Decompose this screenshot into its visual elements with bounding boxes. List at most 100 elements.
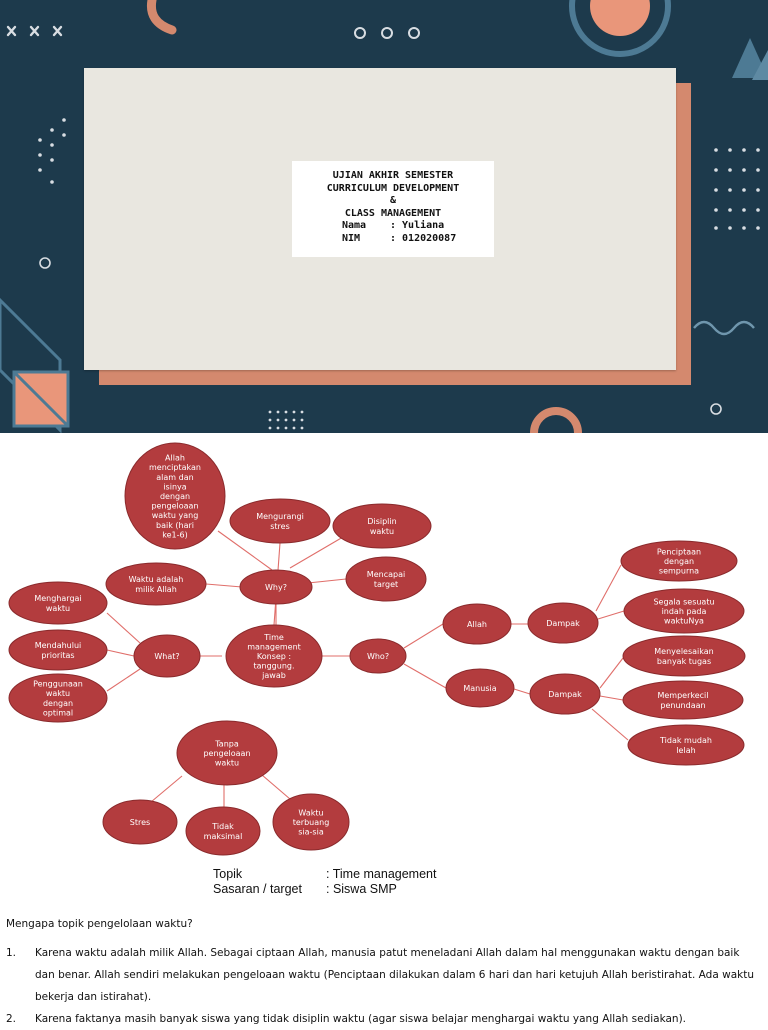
node-shape (527, 602, 599, 644)
connector-line (591, 708, 629, 741)
list-number: 2. (6, 1013, 17, 1025)
node-shape (185, 806, 261, 856)
small-ring-decoration (39, 257, 51, 269)
dot-grid-left (38, 118, 66, 184)
node-shape (133, 634, 201, 678)
title-line: UJIAN AKHIR SEMESTER (332, 170, 454, 181)
node-shape (124, 442, 226, 550)
node-shape (627, 724, 745, 766)
node-shape (102, 799, 178, 845)
small-ring-decoration-2 (710, 403, 722, 415)
list-item: 1.Karena waktu adalah milik Allah. Sebag… (6, 942, 758, 1008)
topic-info: Topik : Time management Sasaran / target:… (213, 867, 436, 897)
connector-line (307, 578, 347, 584)
nama-label: Nama (342, 220, 367, 231)
topik-label: Topik (213, 867, 243, 881)
sasaran-value: : Siswa SMP (326, 882, 397, 896)
sasaran-label: Sasaran / target (213, 882, 302, 896)
sasaran-row: Sasaran / target : Siswa SMP (213, 882, 436, 897)
body-text: Mengapa topik pengelolaan waktu? 1.Karen… (6, 918, 758, 1030)
x-marks-decoration (6, 25, 63, 37)
connector-line (217, 530, 273, 571)
box-decoration (0, 297, 70, 433)
arc-decoration (146, 0, 177, 35)
topik-value: : Time management (326, 867, 437, 881)
node-why: Why? (239, 569, 313, 605)
title-line: CURRICULUM DEVELOPMENT (326, 182, 460, 194)
connector-line (599, 695, 624, 701)
wave-decoration (693, 320, 755, 336)
cover-decoration (0, 0, 768, 433)
node-shape (229, 498, 331, 544)
node-shape (105, 562, 207, 606)
node-shape (529, 673, 601, 715)
node-shape (345, 556, 427, 602)
node-label: Manusia (463, 684, 496, 693)
connector-line (150, 775, 183, 803)
title-box: UJIAN AKHIR SEMESTER CURRICULUM DEVELOPM… (292, 161, 494, 257)
node-shape (225, 624, 323, 688)
list-text: Karena waktu adalah milik Allah. Sebagai… (35, 947, 754, 1003)
node-label: Stres (130, 818, 150, 827)
node-shape (620, 540, 738, 582)
ring-decoration (354, 27, 420, 39)
node-shape (239, 569, 313, 605)
node-shape (623, 588, 745, 634)
half-ring-decoration (530, 407, 582, 433)
node-label: Allah (467, 620, 487, 629)
node-shape (445, 668, 515, 708)
node-who: Who? (349, 638, 407, 674)
nim-line: NIM: 012020087 (292, 233, 494, 246)
list-text: Karena faktanya masih banyak siswa yang … (35, 1013, 687, 1025)
connector-line (289, 536, 344, 569)
dot-grid-right (714, 148, 760, 230)
nim-label: NIM (342, 232, 361, 244)
connector-line (403, 623, 444, 649)
node-shape (272, 793, 350, 851)
dot-grid-bottom (268, 410, 304, 430)
title-line: & (389, 195, 397, 206)
connector-line (261, 774, 291, 800)
node-shape (8, 581, 108, 625)
list-item: 2. Karena faktanya masih banyak siswa yan… (6, 1008, 758, 1030)
nama-value: : Yuliana (390, 220, 445, 231)
node-stres: Stres (102, 799, 178, 845)
node-label: Dampak (548, 690, 582, 699)
node-shape (176, 720, 278, 786)
node-dampak1: Dampak (527, 602, 599, 644)
connector-line (403, 663, 447, 689)
node-label: What? (154, 652, 179, 661)
cover-slide: UJIAN AKHIR SEMESTER CURRICULUM DEVELOPM… (0, 0, 768, 433)
node-manusia: Manusia (445, 668, 515, 708)
title-line: CLASS MANAGEMENT (344, 207, 442, 219)
node-allah: Allah (442, 603, 512, 645)
connector-line (599, 657, 624, 689)
node-shape (442, 603, 512, 645)
connector-line (595, 564, 622, 612)
connector-line (106, 649, 135, 657)
node-shape (349, 638, 407, 674)
